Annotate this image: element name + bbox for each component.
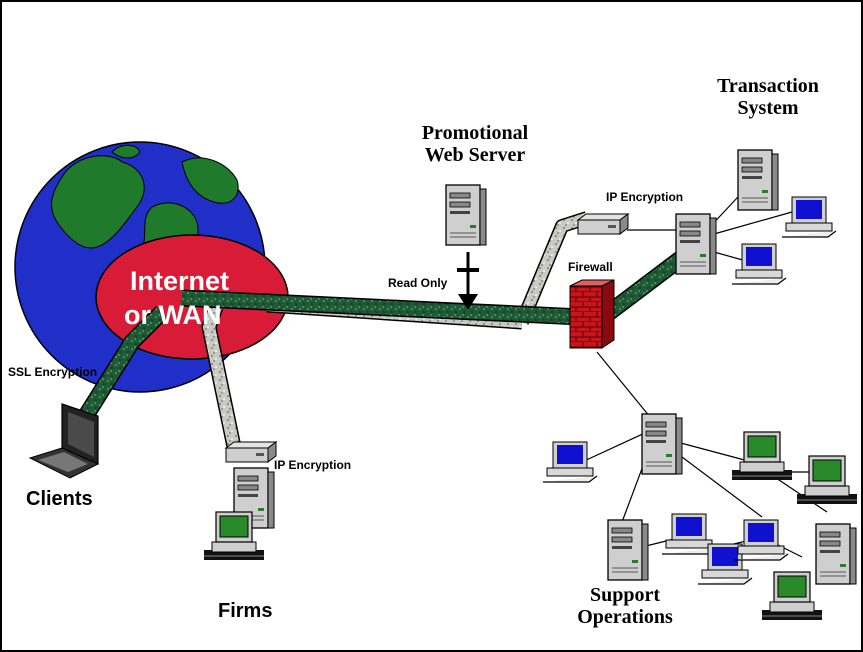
server-icon bbox=[737, 149, 779, 211]
workstation-icon bbox=[731, 431, 793, 481]
support-line2: Operations bbox=[577, 606, 673, 628]
server-icon bbox=[607, 519, 649, 581]
ssl-encryption-label: SSL Encryption bbox=[8, 365, 98, 379]
laptop-icon bbox=[28, 403, 100, 479]
arrow-icon bbox=[457, 252, 479, 310]
internet-label: Internet bbox=[130, 266, 230, 296]
router-icon bbox=[225, 441, 277, 463]
firewall-icon bbox=[569, 279, 615, 349]
firms-label: Firms bbox=[218, 600, 273, 622]
transaction-line1: Transaction bbox=[717, 75, 819, 97]
wan-label: or WAN bbox=[124, 300, 222, 330]
server-icon bbox=[675, 213, 717, 275]
workstation-icon bbox=[731, 243, 787, 285]
support-line1: Support bbox=[589, 584, 661, 606]
server-icon bbox=[445, 184, 487, 246]
workstation-icon bbox=[761, 571, 823, 621]
clients-label: Clients bbox=[26, 488, 93, 510]
ip-encryption-firms-label: IP Encryption bbox=[274, 458, 352, 472]
transaction-line2: System bbox=[737, 97, 799, 119]
promotional-web-server-title: Promotional Web Server bbox=[400, 122, 550, 166]
ip-encryption-top-label: IP Encryption bbox=[606, 190, 684, 204]
transaction-system-title: Transaction System bbox=[698, 75, 838, 119]
support-operations-title: Support Operations bbox=[550, 584, 700, 628]
server-icon bbox=[815, 523, 857, 585]
workstation-icon bbox=[781, 196, 837, 238]
server-icon bbox=[641, 413, 683, 475]
router-icon bbox=[577, 213, 629, 235]
promo-line2: Web Server bbox=[424, 144, 526, 166]
workstation-icon bbox=[733, 519, 789, 561]
firewall-label: Firewall bbox=[568, 260, 613, 274]
promo-line1: Promotional bbox=[421, 122, 529, 144]
workstation-icon bbox=[796, 455, 858, 505]
workstation-icon bbox=[542, 441, 598, 483]
read-only-label: Read Only bbox=[388, 276, 448, 290]
